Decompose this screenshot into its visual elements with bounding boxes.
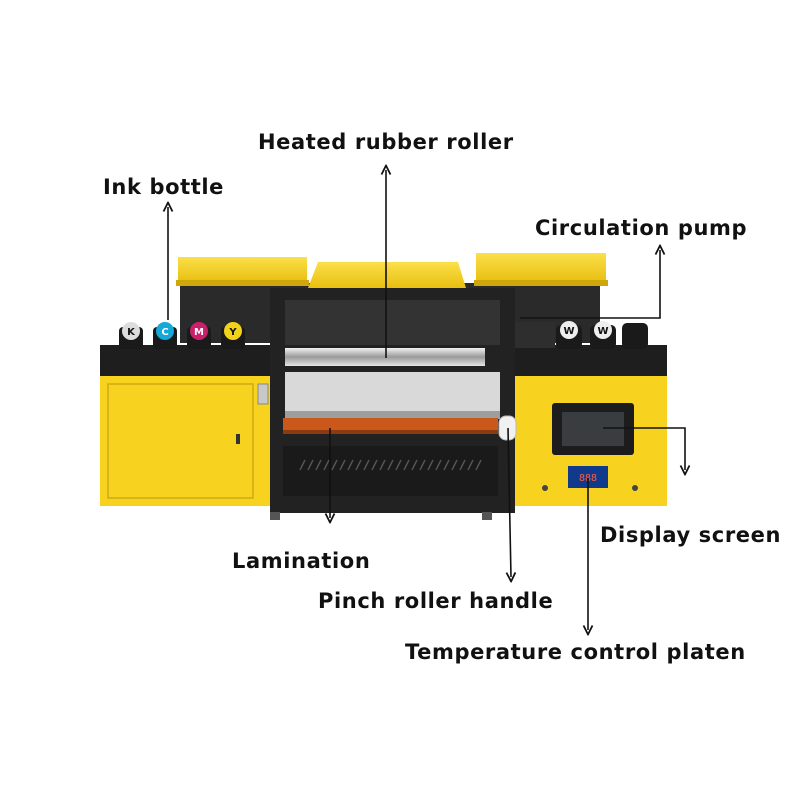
label-lamination: Lamination [232, 549, 371, 573]
panel-screw-right [632, 485, 638, 491]
ink-bottle-caps: K C M Y [119, 322, 245, 349]
arrow-display-screen [603, 427, 685, 470]
lid-left [176, 257, 309, 286]
lower-vent [283, 446, 498, 496]
lid-center [308, 262, 466, 288]
center-panel-edge [285, 411, 500, 419]
ink-cap-k: K [119, 322, 143, 349]
heated-rubber-roller [285, 348, 485, 366]
pump-tubing [515, 322, 555, 348]
ink-cap-c-label: C [161, 327, 168, 338]
arrow-circulation-pump [520, 250, 660, 319]
label-temperature-control-platen: Temperature control platen [405, 640, 746, 664]
white-cap-2: W [590, 321, 616, 349]
label-heated-rubber-roller: Heated rubber roller [258, 130, 514, 154]
label-pinch-roller-handle: Pinch roller handle [318, 589, 554, 613]
label-circulation-pump: Circulation pump [535, 216, 748, 240]
lamination-pad-edge [283, 430, 498, 434]
white-cap-1: W [556, 321, 582, 349]
label-ink-bottle: Ink bottle [103, 175, 225, 199]
white-cap-1-label: W [563, 326, 574, 337]
display-screen-glass [562, 412, 624, 446]
left-module-top [100, 345, 272, 378]
right-module-top [512, 345, 667, 378]
white-cap-2-label: W [597, 326, 608, 337]
center-cavity [285, 300, 500, 345]
ink-cap-y-label: Y [228, 327, 237, 338]
foot-right [482, 512, 492, 520]
left-module-body [100, 376, 272, 506]
panel-screw-left [542, 485, 548, 491]
foot-left [270, 512, 280, 520]
pump-cap-black [622, 323, 648, 349]
lamination-pad [283, 418, 498, 431]
center-panel [285, 372, 500, 414]
label-display-screen: Display screen [600, 523, 782, 547]
lid-right [474, 253, 608, 286]
ink-cap-y: Y [221, 322, 245, 349]
left-cabinet-door [107, 383, 254, 499]
ink-cap-k-label: K [127, 327, 136, 338]
left-side-knob [257, 383, 269, 405]
left-door-handle [236, 434, 240, 444]
vent-slots [299, 459, 482, 471]
ink-cap-c: C [153, 322, 177, 349]
temperature-panel [568, 466, 608, 488]
ink-cap-m-label: M [194, 327, 204, 338]
arrow-pinch-roller-handle [508, 427, 511, 577]
ink-cap-m: M [187, 322, 211, 349]
circulation-pump-area: W W [515, 321, 648, 349]
